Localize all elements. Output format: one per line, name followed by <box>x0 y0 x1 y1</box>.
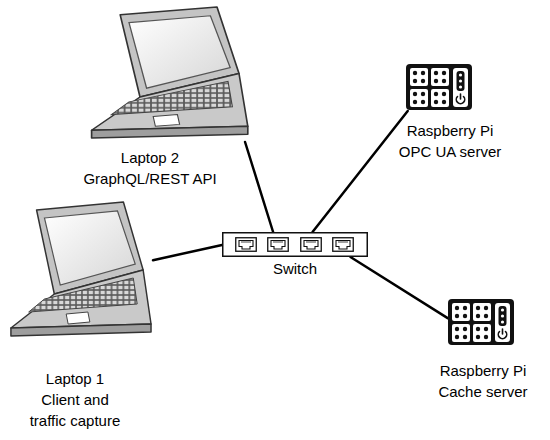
laptop-icon <box>92 7 248 138</box>
node-label: Raspberry Pi <box>418 360 548 381</box>
device-label: Raspberry PiCache server <box>418 360 548 402</box>
network-device: Switch <box>222 232 368 257</box>
laptop-icon <box>11 202 151 336</box>
node-label: Laptop 2 <box>65 147 235 168</box>
network-device: Raspberry PiCache server <box>447 298 515 346</box>
ethernet-cable <box>350 257 447 318</box>
node-label: Laptop 1 <box>25 368 125 389</box>
device-label: Laptop 2GraphQL/REST API <box>65 147 235 189</box>
device-label: Laptop 1Client and traffic capture <box>25 368 125 431</box>
node-label: GraphQL/REST API <box>65 168 235 189</box>
node-label: Raspberry Pi <box>385 120 515 141</box>
network-device: Raspberry PiOPC UA server <box>405 63 473 111</box>
network-switch-icon <box>222 232 368 257</box>
raspberry-pi-icon <box>406 64 472 110</box>
ethernet-cable <box>245 142 273 232</box>
device-label: Raspberry PiOPC UA server <box>385 120 515 162</box>
raspberry-pi-icon <box>448 299 514 345</box>
device-label: Switch <box>245 258 345 279</box>
network-device: Laptop 1Client and traffic capture <box>5 200 153 340</box>
raspberry-pi-icon <box>405 63 473 111</box>
laptop-icon <box>5 200 153 340</box>
node-label: Cache server <box>418 381 548 402</box>
raspberry-pi-icon <box>447 298 515 346</box>
node-label: OPC UA server <box>385 141 515 162</box>
network-switch-icon <box>223 233 368 257</box>
node-label: Client and traffic capture <box>25 389 125 431</box>
ethernet-cable <box>153 245 222 260</box>
laptop-icon <box>85 5 250 142</box>
network-device: Laptop 2GraphQL/REST API <box>85 5 250 142</box>
node-label: Switch <box>245 258 345 279</box>
ethernet-cable <box>313 111 408 232</box>
